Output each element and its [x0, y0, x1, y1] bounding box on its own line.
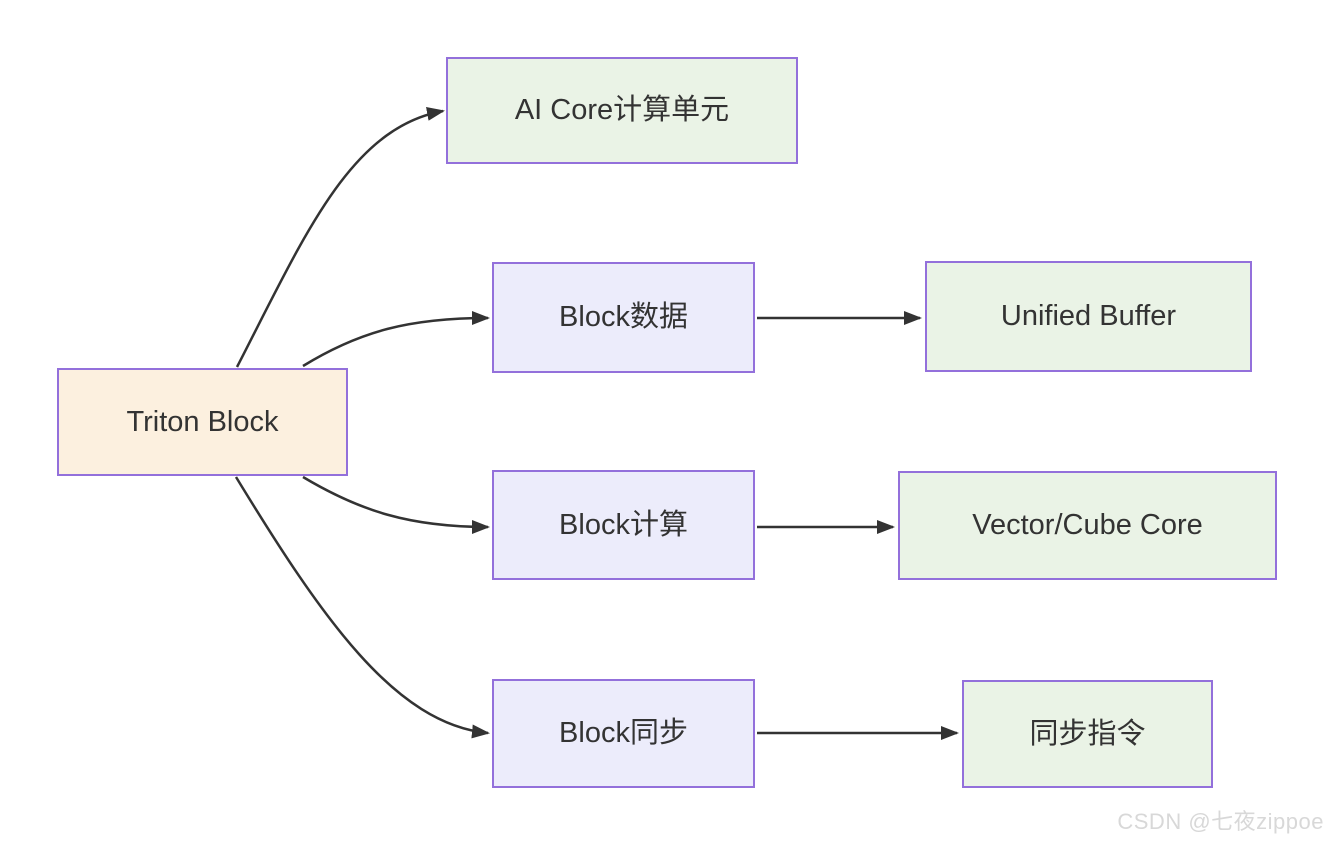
csdn-watermark: CSDN @七夜zippoe	[1117, 809, 1324, 834]
node-ai-core-label: AI Core计算单元	[514, 94, 730, 127]
node-block-data-label: Block数据	[559, 301, 688, 334]
node-vector-cube-core-label: Vector/Cube Core	[972, 509, 1203, 542]
node-vector-cube-core: Vector/Cube Core	[898, 471, 1277, 580]
edge-triton-to-block-compute	[302, 475, 490, 534]
node-block-compute-label: Block计算	[559, 508, 688, 541]
node-unified-buffer-label: Unified Buffer	[1000, 300, 1177, 333]
edge-triton-to-block-data	[302, 311, 490, 368]
node-block-sync-label: Block同步	[559, 717, 688, 750]
edge-triton-to-block-sync	[234, 476, 490, 739]
edge-triton-to-ai-core	[235, 107, 445, 368]
node-sync-instruction: 同步指令	[962, 680, 1213, 788]
node-sync-instruction-label: 同步指令	[1029, 717, 1146, 750]
node-triton-block: Triton Block	[57, 368, 348, 476]
node-ai-core: AI Core计算单元	[446, 57, 798, 164]
node-block-data: Block数据	[492, 262, 755, 373]
node-block-compute: Block计算	[492, 470, 755, 580]
node-triton-block-label: Triton Block	[126, 405, 279, 438]
node-unified-buffer: Unified Buffer	[925, 261, 1252, 372]
node-block-sync: Block同步	[492, 679, 755, 788]
